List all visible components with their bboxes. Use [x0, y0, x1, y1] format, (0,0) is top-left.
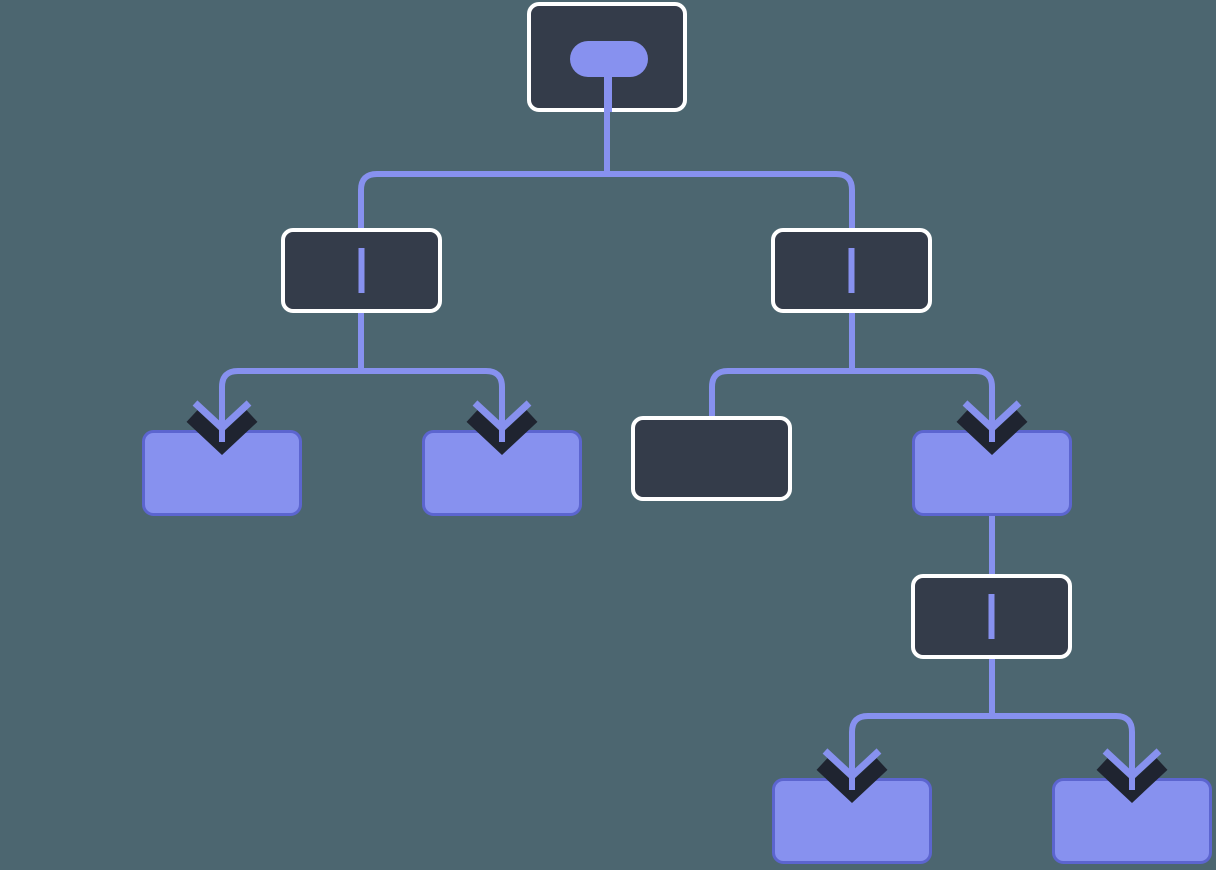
edge-level1-left-to-leaf-two: [358, 313, 505, 430]
arrowhead-dark-chevron-icon: [956, 410, 1028, 455]
root-node[interactable]: [527, 2, 687, 112]
level1-right-node[interactable]: [771, 228, 932, 313]
arrowhead-dark-chevron-icon: [1096, 758, 1168, 803]
edge-level1-left-to-leaf-one-arrowhead: [186, 394, 258, 455]
node-pill-stem-icon: [604, 60, 612, 112]
edge-level3-to-leaf-five-arrowhead: [1096, 742, 1168, 803]
edge-level1-left-to-leaf-one: [219, 313, 364, 430]
edge-level1-right-to-dark-node: [709, 313, 855, 416]
level1-left-node[interactable]: [281, 228, 442, 313]
arrowhead-dark-chevron-icon: [466, 410, 538, 455]
edge-level3-to-leaf-four: [849, 659, 995, 778]
level3-dark-node[interactable]: [911, 574, 1072, 659]
nodes-layer: [142, 2, 1212, 864]
edge-level3-to-leaf-four-arrowhead: [816, 742, 888, 803]
edge-level1-left-to-leaf-two-arrowhead: [466, 394, 538, 455]
level2-dark-node[interactable]: [631, 416, 792, 501]
edge-root-to-level1-right: [604, 112, 855, 313]
node-pill-icon: [570, 41, 648, 77]
arrowhead-dark-chevron-icon: [816, 758, 888, 803]
edge-level3-to-leaf-five: [989, 659, 1135, 778]
edge-root-to-level1-left: [358, 112, 610, 313]
edge-level1-right-to-leaf-three-arrowhead: [956, 394, 1028, 455]
arrowhead-dark-chevron-icon: [186, 410, 258, 455]
edges-layer: [219, 112, 1135, 778]
level2-dark-node-body[interactable]: [631, 416, 792, 501]
edge-level1-right-to-leaf-three: [849, 313, 995, 430]
arrowheads-layer: [186, 394, 1168, 803]
